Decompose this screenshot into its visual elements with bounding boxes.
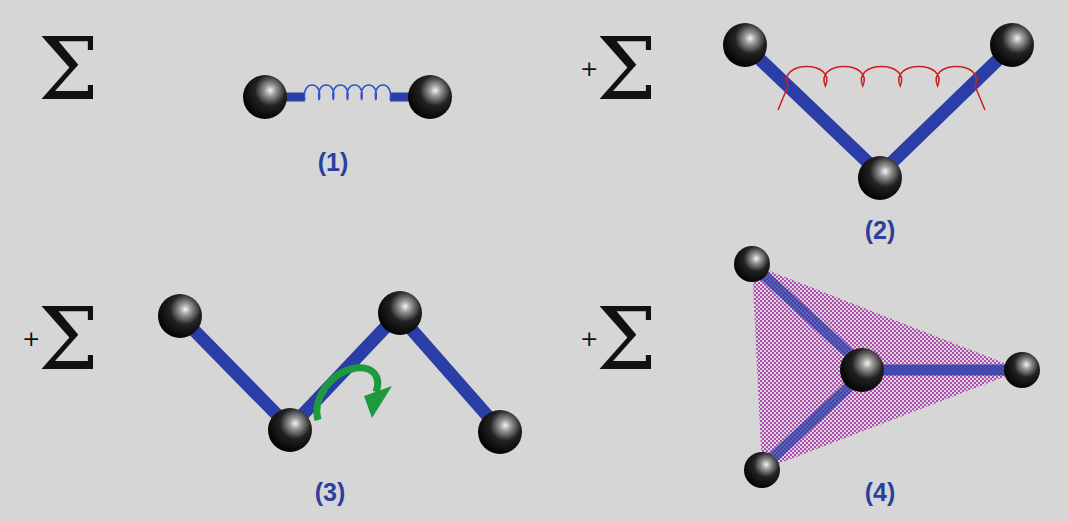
sum-symbol: Σ <box>596 26 657 112</box>
plus-sign: + <box>580 58 598 80</box>
term-number: (3) <box>315 480 346 505</box>
term-number: (1) <box>318 150 349 175</box>
term-number: (4) <box>865 480 896 505</box>
plus-sign: + <box>22 328 40 350</box>
bond-stretch <box>243 75 452 119</box>
term-number: (2) <box>865 218 896 243</box>
angle-bend <box>723 23 1034 200</box>
out-of-plane <box>734 246 1040 488</box>
sum-symbol: Σ <box>38 296 99 382</box>
sum-symbol: Σ <box>596 296 657 382</box>
plus-sign: + <box>580 328 598 350</box>
torsion <box>158 291 522 454</box>
sum-symbol: Σ <box>38 26 99 112</box>
